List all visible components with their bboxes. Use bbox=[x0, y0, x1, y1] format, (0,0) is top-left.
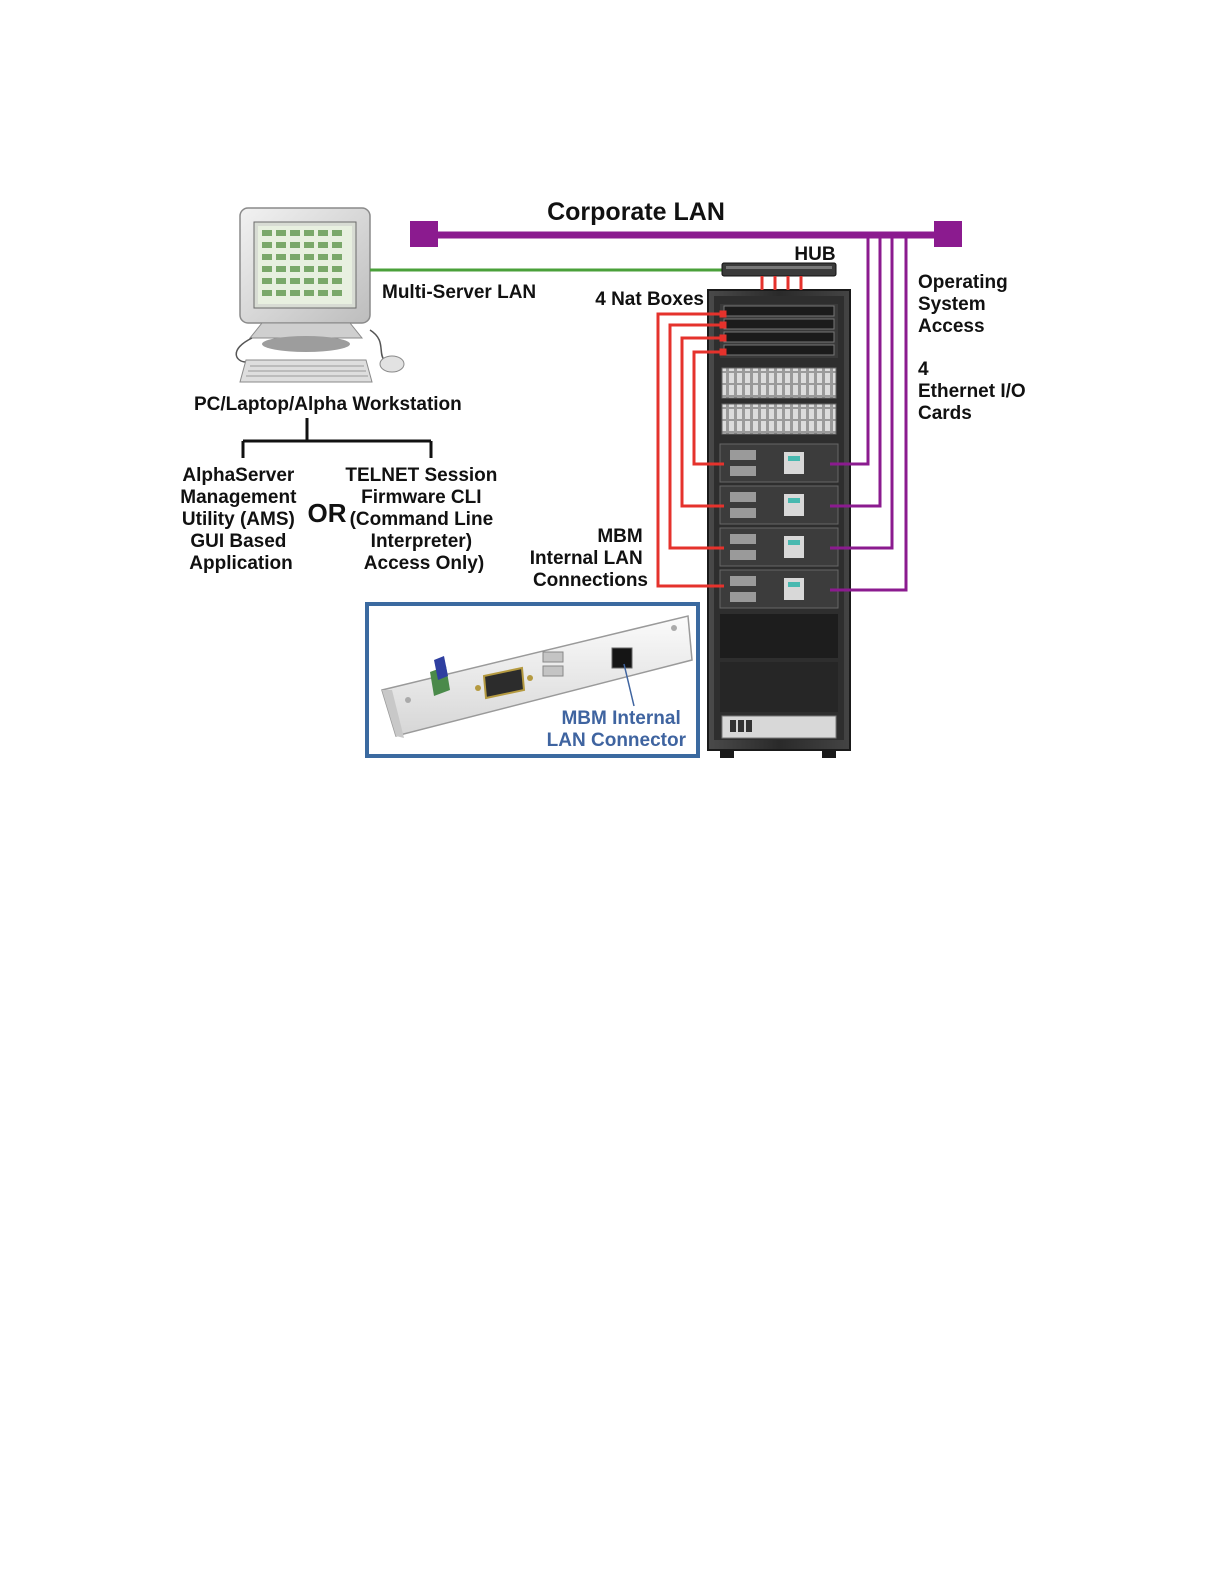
internal-lan-ports bbox=[719, 310, 727, 356]
mbm-connections-label: MBM Internal LAN Connections bbox=[530, 526, 648, 591]
internal-lan-lines bbox=[656, 276, 803, 588]
hub-label: HUB bbox=[794, 244, 835, 265]
nat-boxes-label: 4 Nat Boxes bbox=[595, 289, 704, 310]
os-access-lines bbox=[830, 235, 908, 592]
os-access-label: Operating System Access bbox=[918, 272, 1013, 337]
workstation-label: PC/Laptop/Alpha Workstation bbox=[194, 394, 462, 415]
crt-computer-icon bbox=[235, 207, 405, 383]
multi-server-lan-label: Multi-Server LAN bbox=[382, 282, 536, 303]
ams-label: AlphaServer Management Utility (AMS) GUI… bbox=[180, 465, 301, 574]
corporate-lan-bus bbox=[410, 221, 962, 247]
or-label: OR bbox=[308, 498, 347, 528]
network-hub-icon bbox=[721, 262, 837, 277]
mbm-connector-board-icon bbox=[381, 615, 693, 738]
server-rack-icon bbox=[707, 289, 851, 758]
mbm-connector-inset: MBM Internal LAN Connector bbox=[365, 602, 700, 758]
options-bracket bbox=[241, 418, 433, 458]
telnet-label: TELNET Session Firmware CLI (Command Lin… bbox=[345, 465, 502, 574]
corporate-lan-label: Corporate LAN bbox=[547, 198, 725, 226]
mbm-connector-label: MBM Internal LAN Connector bbox=[547, 708, 687, 751]
ethernet-cards-label: 4 Ethernet I/O Cards bbox=[918, 359, 1031, 424]
